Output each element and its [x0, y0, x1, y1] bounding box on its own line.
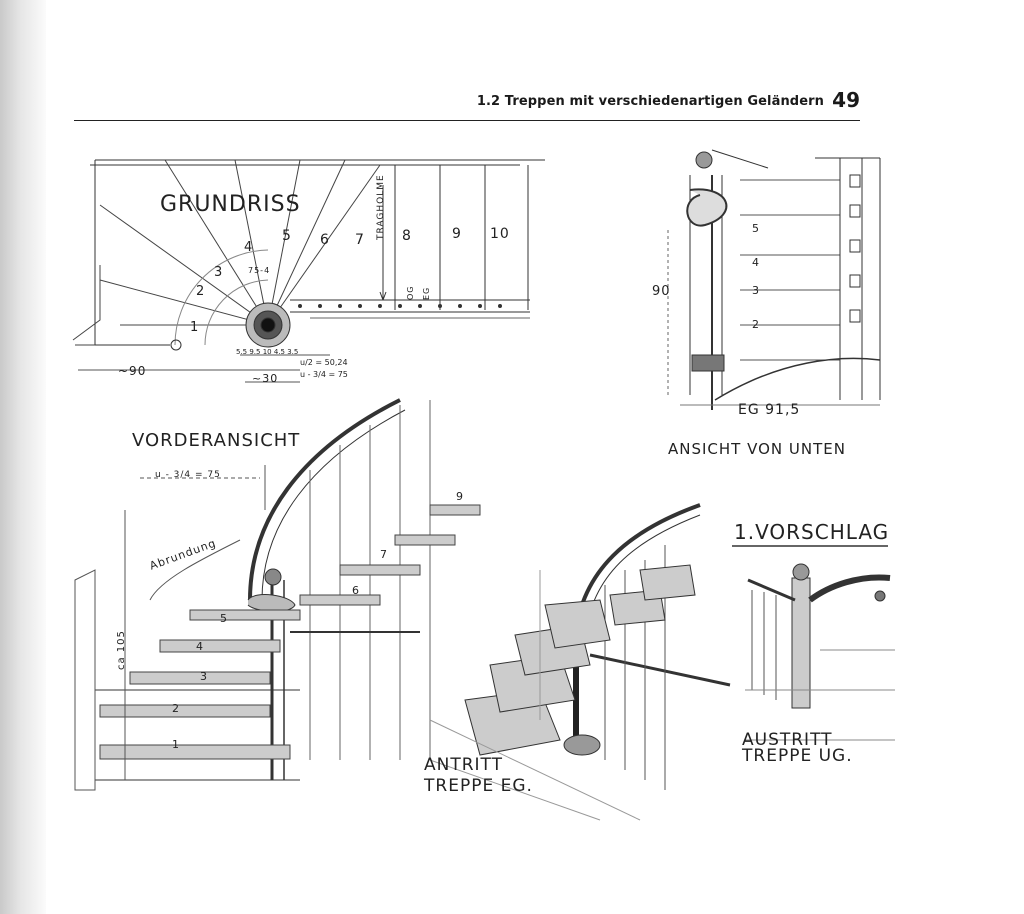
vorder-step-5: 5 — [220, 612, 228, 625]
vorschlag-label: 1.VORSCHLAG — [734, 520, 890, 544]
antritt-label-line1: ANTRITT — [424, 755, 504, 775]
vorder-step-9: 9 — [456, 490, 464, 503]
grundriss-step-2: 2 — [196, 284, 206, 299]
grundriss-step-5: 5 — [282, 228, 292, 244]
dim-u-three-quarter: u - 3/4 = 75 — [300, 370, 348, 379]
ansicht-von-unten-label: ANSICHT VON UNTEN — [668, 440, 846, 458]
grundriss-step-8: 8 — [402, 228, 412, 244]
grundriss-step-6: 6 — [320, 232, 330, 248]
austritt-label-line2: TREPPE UG. — [742, 746, 853, 766]
unten-dim-eg: EG 91,5 — [738, 402, 801, 418]
vorder-step-3: 3 — [200, 670, 208, 683]
grundriss-step-7: 7 — [355, 232, 365, 248]
vorder-step-7: 7 — [380, 548, 388, 561]
dim-30: ~30 — [252, 372, 279, 385]
page-number: 49 — [832, 88, 860, 112]
grundriss-step-1: 1 — [190, 320, 200, 335]
dim-75-4: 75-4 — [248, 266, 271, 275]
page-gutter-shadow — [0, 0, 46, 914]
grundriss-step-9: 9 — [452, 226, 462, 242]
vorderansicht-label: VORDERANSICHT — [132, 430, 301, 451]
austritt-label-line1: AUSTRITT — [742, 730, 833, 750]
dim-90: ~90 — [118, 364, 147, 378]
unten-dim-90: 90 — [652, 284, 671, 299]
vorder-step-2: 2 — [172, 702, 180, 715]
unten-step-4: 4 — [752, 256, 760, 269]
grundriss-step-4: 4 — [244, 240, 254, 255]
antritt-label-line2: TREPPE EG. — [424, 776, 533, 796]
header-title: 1.2 Treppen mit verschiedenartigen Gelän… — [476, 94, 824, 109]
grundriss-step-10: 10 — [490, 226, 510, 242]
vorder-step-1: 1 — [172, 738, 180, 751]
unten-step-3: 3 — [752, 284, 760, 297]
grundriss-step-3: 3 — [214, 265, 224, 280]
vorder-step-6: 6 — [352, 584, 360, 597]
running-header: 1.2 Treppen mit verschiedenartigen Gelän… — [74, 88, 860, 121]
grundriss-label: GRUNDRISS — [160, 192, 301, 217]
vorder-dim-u: u - 3/4 = 75 — [155, 470, 221, 480]
unten-step-2: 2 — [752, 318, 760, 331]
dim-u-half: u/2 = 50,24 — [300, 358, 348, 367]
unten-step-5: 5 — [752, 222, 760, 235]
vorder-step-4: 4 — [196, 640, 204, 653]
dim-segments: 5.5 9.5 10 4.5 3.5 — [236, 348, 299, 356]
